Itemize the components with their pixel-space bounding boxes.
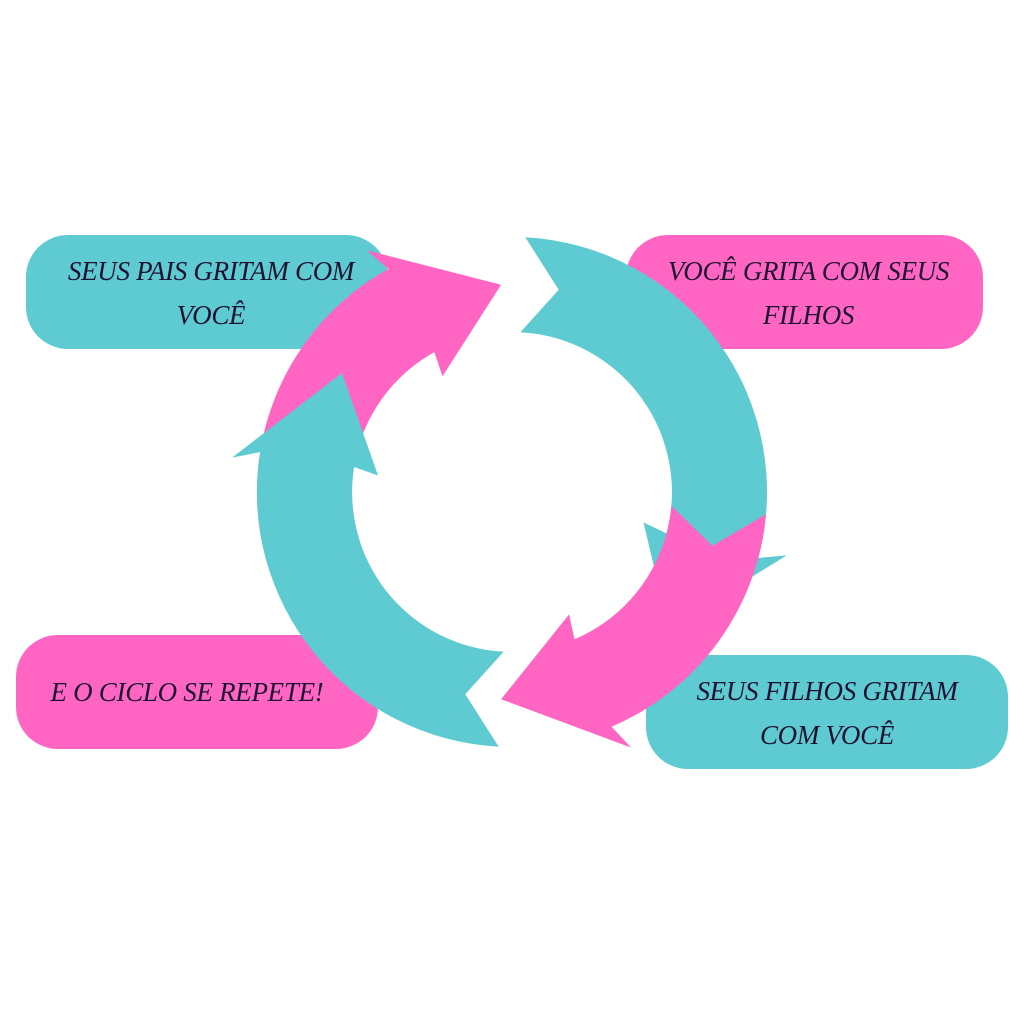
arrow-bottom-left [232, 373, 504, 747]
arrow-bottom-right [501, 505, 766, 748]
step-text-parents-yell: SEUS PAIS GRITAM COM VOCÊ [60, 249, 355, 337]
text-line: VOCÊ GRITA COM SEUS [667, 256, 950, 286]
text-line: SEUS FILHOS GRITAM [696, 676, 958, 706]
step-text-children-yell: SEUS FILHOS GRITAM COM VOCÊ [696, 669, 957, 757]
arrow-top-right [520, 237, 787, 629]
text-line: SEUS PAIS GRITAM COM [67, 256, 355, 286]
text-line: E O CICLO SE REPETE! [50, 677, 324, 707]
step-text-you-yell: VOCÊ GRITA COM SEUS FILHOS [660, 249, 950, 337]
text-line: VOCÊ [176, 300, 246, 330]
step-text-cycle-repeats: E O CICLO SE REPETE! [51, 670, 344, 714]
step-box-parents-yell: SEUS PAIS GRITAM COM VOCÊ [26, 235, 388, 349]
text-line: COM VOCÊ [759, 720, 895, 750]
step-box-children-yell: SEUS FILHOS GRITAM COM VOCÊ [646, 655, 1008, 769]
text-line: FILHOS [762, 300, 855, 330]
